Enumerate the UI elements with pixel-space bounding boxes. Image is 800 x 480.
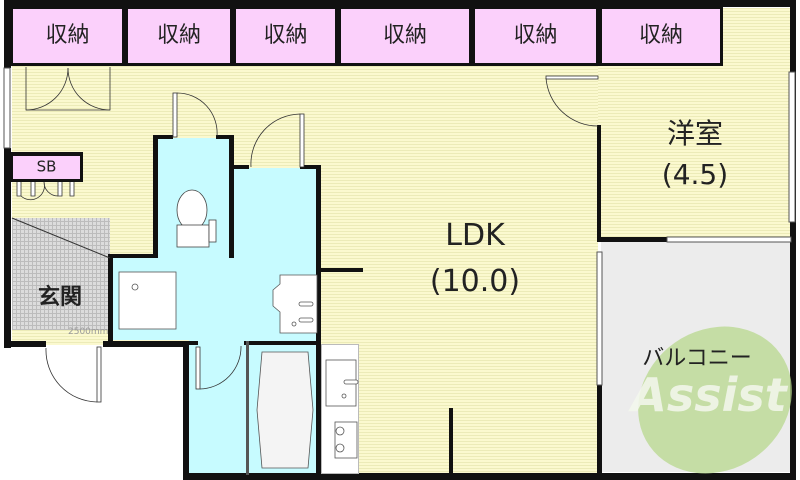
entrance-floor xyxy=(12,218,110,330)
closet-5[interactable]: 収納 xyxy=(472,6,599,66)
watermark-text: Assist xyxy=(631,368,787,422)
closet-label: 収納 xyxy=(513,23,558,48)
wall-wash-bottom-r xyxy=(244,341,319,345)
exterior-area xyxy=(0,345,183,480)
wall-hall-top xyxy=(229,165,249,169)
closet-label: 収納 xyxy=(638,23,683,48)
watermark-logo xyxy=(638,326,792,474)
closet-6[interactable]: 収納 xyxy=(599,6,723,66)
wall-wash-left xyxy=(108,254,113,346)
hall-wet xyxy=(231,168,318,258)
wall-toilet-top-l xyxy=(153,135,173,139)
dimension-note: 2500mm xyxy=(68,327,109,337)
wall-right xyxy=(790,0,796,480)
wall-toilet-right xyxy=(229,136,234,258)
wall-toilet-left xyxy=(153,136,158,258)
closet-3[interactable]: 収納 xyxy=(233,6,338,66)
wall-hall-right xyxy=(316,165,321,475)
wall-bottom xyxy=(183,473,796,480)
wall-bath-divider xyxy=(246,341,249,475)
wall-balcony-left xyxy=(597,385,602,480)
western-room-name: 洋室 xyxy=(666,117,723,150)
wall-top xyxy=(4,0,796,7)
balcony-name: バルコニー xyxy=(642,346,752,371)
closet-label: 収納 xyxy=(382,23,427,48)
western-room-size: (4.5) xyxy=(661,158,729,191)
closet-label: 収納 xyxy=(45,23,90,48)
closet-2[interactable]: 収納 xyxy=(125,6,233,66)
wall-ldk-bottom-stub xyxy=(449,408,453,478)
wall-bath-left xyxy=(183,341,189,480)
shoe-box[interactable]: SB xyxy=(10,152,83,182)
wall-left-upper xyxy=(4,0,11,68)
ldk-size: (10.0) xyxy=(429,264,521,299)
shoe-box-label: SB xyxy=(36,157,57,176)
wall-hall-top-r xyxy=(300,165,320,169)
wall-western-left xyxy=(597,125,601,240)
wall-left-mid xyxy=(4,148,11,348)
closet-4[interactable]: 収納 xyxy=(338,6,472,66)
wall-toilet-top-r xyxy=(216,135,234,139)
wall-entrance-bottom-left xyxy=(4,341,46,347)
entrance-name: 玄関 xyxy=(37,285,82,310)
wall-wash-bottom-l xyxy=(108,341,198,345)
wall-balcony-top xyxy=(597,237,667,242)
closet-1[interactable]: 収納 xyxy=(10,6,125,66)
wall-ldk-stub xyxy=(316,268,363,272)
closet-label: 収納 xyxy=(156,23,201,48)
ldk-name: LDK xyxy=(445,218,505,253)
wall-wash-top xyxy=(108,254,158,258)
closet-label: 収納 xyxy=(263,23,308,48)
